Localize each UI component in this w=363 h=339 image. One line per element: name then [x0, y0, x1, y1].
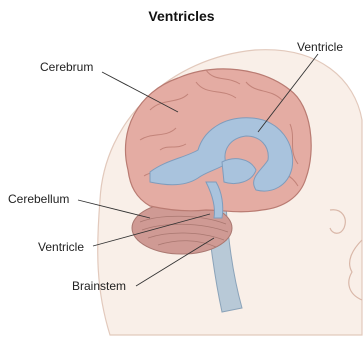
label-brainstem: Brainstem	[72, 279, 126, 293]
label-cerebrum: Cerebrum	[40, 60, 93, 74]
label-ventricle-top: Ventricle	[297, 40, 343, 54]
label-ventricle-bottom: Ventricle	[38, 240, 84, 254]
label-cerebellum: Cerebellum	[8, 192, 69, 206]
